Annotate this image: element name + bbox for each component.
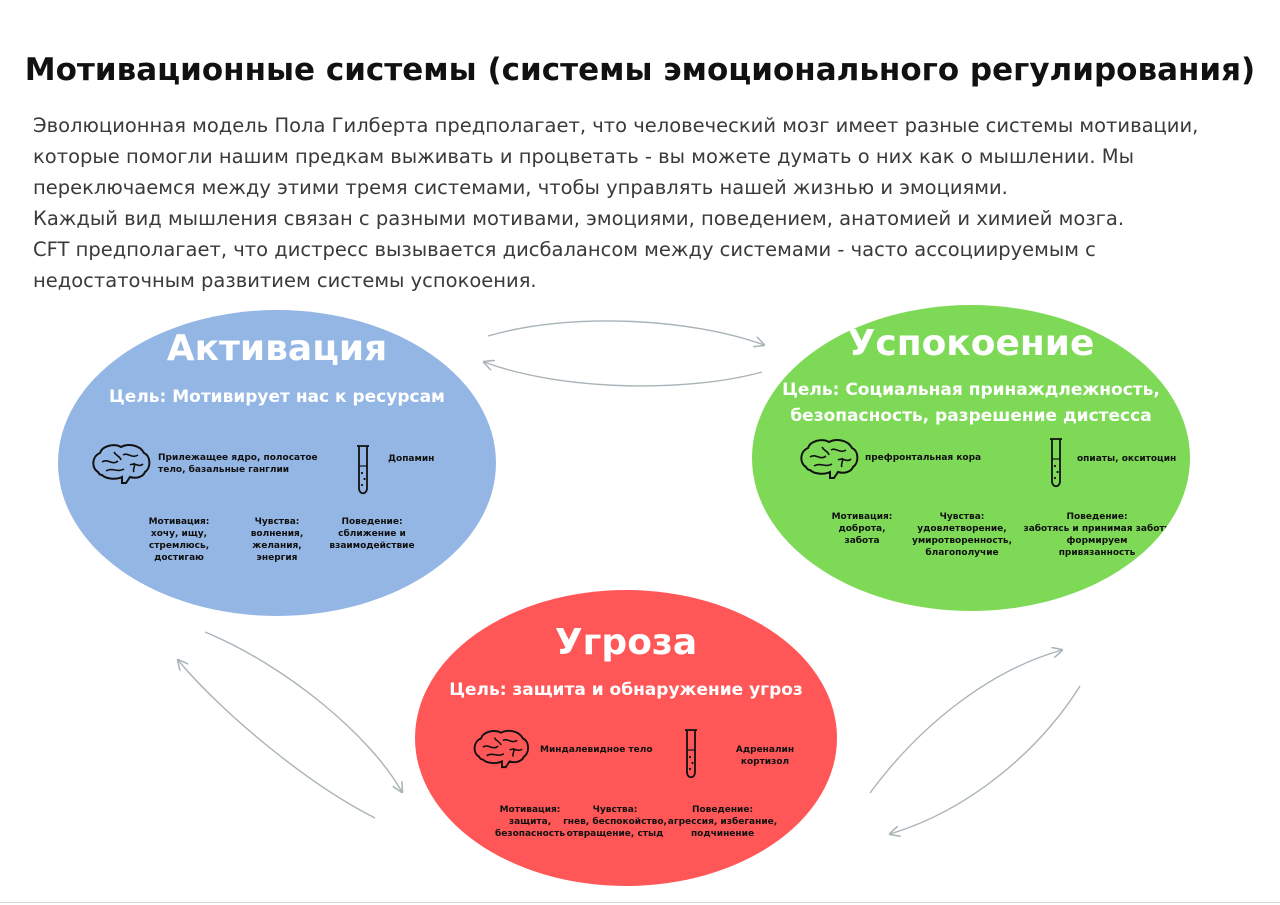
- brain-icon: [800, 439, 859, 479]
- intro-text: Эволюционная модель Пола Гилберта предпо…: [33, 110, 1258, 296]
- soothing-chemistry: опиаты, окситоцин: [1077, 454, 1177, 464]
- test-tube-icon: [357, 445, 369, 495]
- threat-chemistry: Адреналин кортизол: [735, 745, 795, 767]
- threat-title: Угроза: [554, 622, 698, 663]
- threat-motivation: Мотивация: защита, безопасность: [494, 805, 566, 839]
- arrow-soothing-to-activation: [484, 362, 763, 387]
- activation-system: Активация Цель: Мотивирует нас к ресурса…: [58, 310, 496, 616]
- brain-icon: [92, 444, 151, 484]
- intro-line: недостаточным развитием системы успокоен…: [33, 269, 537, 292]
- page-title: Мотивационные системы (системы эмоционал…: [24, 52, 1256, 88]
- threat-system: Угроза Цель: защита и обнаружение угроз …: [415, 590, 837, 886]
- activation-title: Активация: [166, 328, 388, 369]
- intro-line: Эволюционная модель Пола Гилберта предпо…: [33, 114, 1199, 137]
- test-tube-icon: [685, 729, 697, 779]
- intro-line: переключаемся между этими тремя системам…: [33, 176, 1008, 199]
- threat-behavior: Поведение: агрессия, избегание, подчинен…: [667, 805, 778, 839]
- soothing-title: Успокоение: [847, 323, 1095, 364]
- bottom-divider: [0, 902, 1280, 903]
- threat-anatomy: Миндалевидное тело: [540, 745, 653, 755]
- soothing-anatomy: префронтальная кора: [865, 453, 982, 463]
- arrow-soothing-to-threat: [890, 685, 1081, 834]
- intro-line: которые помогли нашим предкам выживать и…: [33, 145, 1134, 168]
- soothing-system: Успокоение Цель: Социальная принаждлежно…: [752, 305, 1190, 611]
- soothing-feelings: Чувства: удовлетворение, умиротворенност…: [911, 512, 1013, 558]
- activation-motivation: Мотивация: хочу, ищу, стремлюсь, достига…: [148, 517, 210, 563]
- arrow-threat-to-activation: [178, 660, 376, 819]
- arrow-activation-to-threat: [204, 631, 402, 792]
- arrow-activation-to-soothing: [487, 320, 764, 345]
- activation-chemistry: Допамин: [388, 454, 435, 464]
- activation-behavior: Поведение: сближение и взаимодействие: [329, 517, 415, 551]
- threat-feelings: Чувства: гнев, беспокойство, отвращение,…: [563, 805, 667, 839]
- soothing-motivation: Мотивация: доброта, забота: [831, 512, 893, 546]
- brain-icon: [473, 729, 530, 769]
- soothing-goal: Цель: Социальная принаждлежность, безопа…: [782, 380, 1160, 426]
- activation-goal: Цель: Мотивирует нас к ресурсам: [109, 387, 445, 407]
- intro-line: Каждый вид мышления связан с разными мот…: [33, 207, 1125, 230]
- test-tube-icon: [1050, 438, 1062, 488]
- soothing-behavior: Поведение: заботясь и принимая заботу фо…: [1023, 512, 1171, 558]
- activation-anatomy: Прилежащее ядро, полосатое тело, базальн…: [158, 453, 318, 475]
- threat-goal: Цель: защита и обнаружение угроз: [449, 680, 803, 700]
- activation-feelings: Чувства: волнения, желания, энергия: [250, 517, 304, 563]
- arrow-threat-to-soothing: [869, 650, 1062, 794]
- intro-line: CFT предполагает, что дистресс вызываетс…: [33, 238, 1096, 261]
